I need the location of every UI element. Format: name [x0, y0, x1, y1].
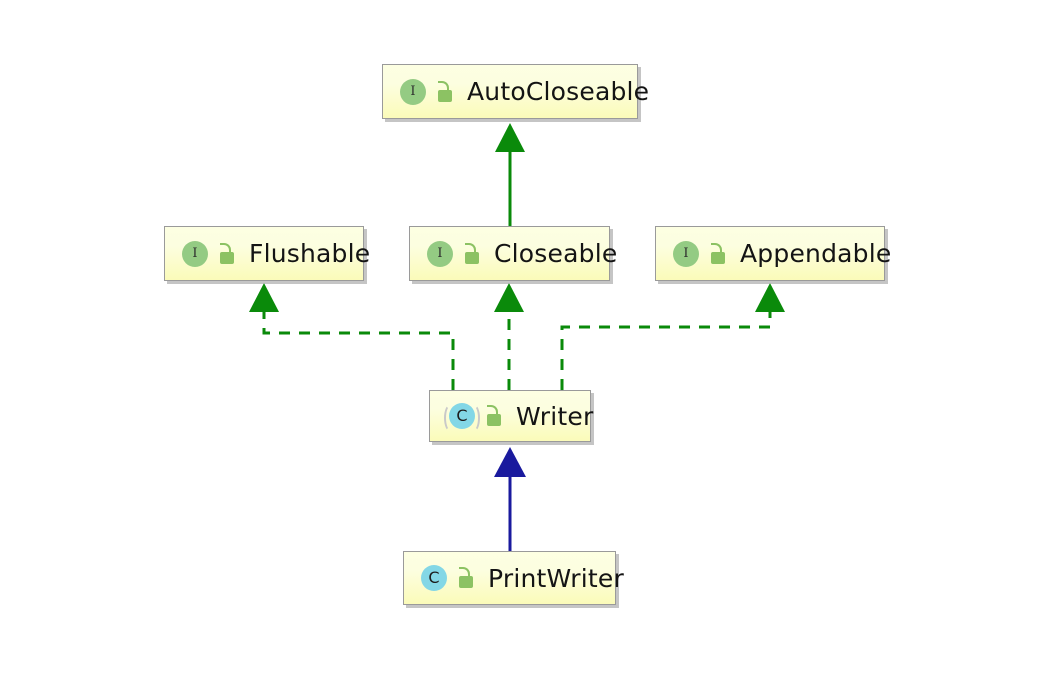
- node-printwriter[interactable]: C PrintWriter: [403, 551, 624, 605]
- node-label-writer: Writer: [516, 401, 594, 431]
- node-label-printwriter: PrintWriter: [488, 563, 624, 593]
- node-label-autocloseable: AutoCloseable: [467, 77, 650, 106]
- class-stereotype-letter: C: [449, 403, 475, 429]
- node-label-appendable: Appendable: [740, 239, 892, 268]
- node-appendable[interactable]: I Appendable: [655, 226, 891, 281]
- open-padlock-icon: [436, 80, 455, 103]
- open-padlock-icon: [485, 405, 504, 427]
- node-autocloseable[interactable]: I AutoCloseable: [382, 64, 649, 119]
- abstract-class-stereotype-icon: C: [444, 402, 480, 432]
- node-closeable[interactable]: I Closeable: [409, 226, 617, 281]
- edge-closeable-extends-autocloseable: [495, 123, 525, 226]
- node-label-closeable: Closeable: [494, 239, 618, 268]
- interface-stereotype-letter: I: [182, 240, 208, 267]
- edge-writer-implements-flushable: [249, 283, 455, 390]
- class-stereotype-icon: C: [420, 564, 448, 592]
- edge-writer-implements-appendable: [560, 283, 785, 390]
- interface-stereotype-letter: I: [673, 240, 699, 267]
- interface-stereotype-icon: I: [399, 78, 427, 106]
- interface-stereotype-icon: I: [181, 240, 209, 268]
- node-label-flushable: Flushable: [249, 239, 371, 268]
- open-padlock-icon: [463, 242, 482, 265]
- open-padlock-icon: [709, 242, 728, 265]
- interface-stereotype-letter: I: [427, 240, 453, 267]
- edge-printwriter-extends-writer: [494, 447, 526, 551]
- interface-stereotype-icon: I: [672, 240, 700, 268]
- interface-stereotype-letter: I: [400, 78, 426, 105]
- open-padlock-icon: [218, 242, 237, 265]
- open-padlock-icon: [457, 567, 476, 589]
- edge-writer-implements-closeable: [494, 283, 524, 390]
- node-flushable[interactable]: I Flushable: [164, 226, 370, 281]
- node-writer[interactable]: C Writer: [429, 390, 594, 442]
- interface-stereotype-icon: I: [426, 240, 454, 268]
- class-stereotype-letter: C: [421, 565, 447, 591]
